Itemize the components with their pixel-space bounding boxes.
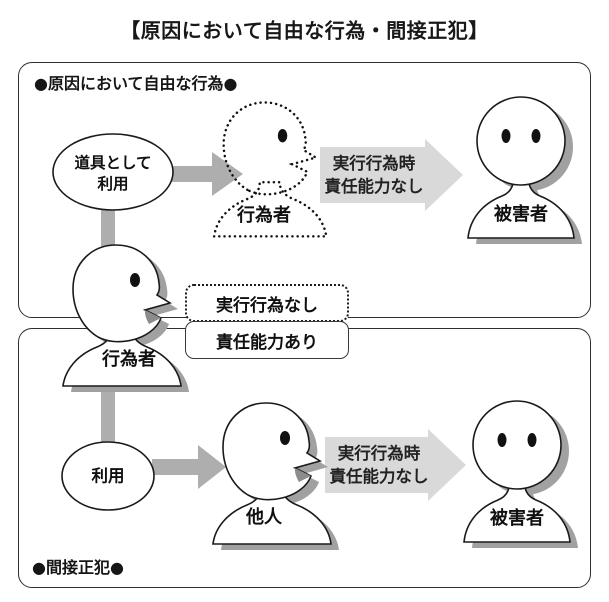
has-capacity-box: 責任能力あり — [185, 321, 349, 359]
dotted-actor-figure — [212, 101, 328, 238]
dotted-actor-label: 行為者 — [237, 205, 291, 226]
use-ellipse-label: 利用 — [91, 466, 125, 486]
has-capacity-label: 責任能力あり — [216, 332, 318, 353]
other-person-figure — [212, 402, 339, 550]
small-arrow-bottom-icon — [152, 445, 226, 489]
tool-ellipse — [52, 133, 174, 211]
actor-figure-middle — [62, 244, 189, 392]
connector-tool-to-actor — [101, 208, 115, 248]
use-ellipse — [61, 441, 155, 511]
small-arrow-top-icon — [172, 152, 243, 196]
victim-figure-bottom — [463, 400, 578, 548]
victim-figure-top — [467, 96, 582, 244]
panel-bottom-label: ●間接正犯● — [32, 558, 124, 577]
victim-bottom-label: 被害者 — [490, 508, 544, 529]
connector-actor-to-use — [101, 382, 115, 442]
tool-ellipse-label: 道具として 利用 — [74, 154, 152, 193]
no-executed-act-box: 実行行為なし — [185, 284, 349, 322]
actor-middle-label: 行為者 — [102, 349, 156, 370]
big-arrow-bottom-text: 実行行為時 責任能力なし — [329, 444, 429, 486]
big-arrow-top-text: 実行行為時 責任能力なし — [324, 154, 424, 196]
victim-top-label: 被害者 — [494, 204, 548, 225]
diagram-title: 【原因において自由な行為・間接正犯】 — [120, 18, 489, 43]
big-arrow-top-icon — [320, 139, 463, 211]
panel-top-label: ●原因において自由な行為● — [34, 74, 238, 93]
big-arrow-bottom-icon — [325, 429, 466, 501]
other-person-label: 他人 — [246, 507, 282, 528]
no-executed-act-label: 実行行為なし — [216, 295, 318, 316]
